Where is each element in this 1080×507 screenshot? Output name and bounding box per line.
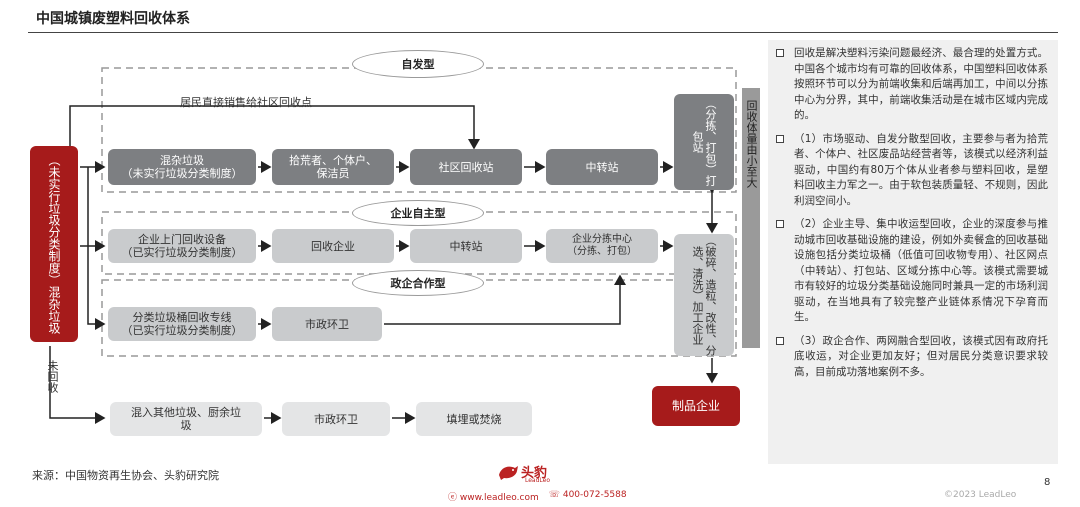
oval-self-initiated: 自发型: [352, 50, 484, 78]
row2-door-collection: 企业上门回收设备 （已实行垃圾分类制度）: [108, 229, 256, 263]
website-link[interactable]: ⓔ www.leadleo.com: [448, 493, 539, 503]
not-recycled-text: 未回收: [46, 360, 59, 393]
row2-sorting-center: 企业分拣中心 （分拣、打包）: [546, 229, 658, 263]
note-item: （3）政企合作、两网融合型回收，该模式因有政府托底收运，对企业更加友好；但对居民…: [776, 334, 1048, 381]
volume-label: 回收体量由小至大: [742, 100, 760, 340]
oval-gov-enterprise: 政企合作型: [352, 270, 484, 296]
row4-mixed-other: 混入其他垃圾、厨余垃 圾: [110, 402, 262, 436]
square-bullet-icon: [776, 220, 784, 228]
row1-collectors: 拾荒者、个体户、 保洁员: [272, 149, 394, 185]
row3-municipal-sanitation: 市政环卫: [272, 307, 382, 341]
source-mixed-waste-text: （未实行垃圾分类制度）混杂垃圾: [47, 154, 61, 334]
page-title: 中国城镇废塑料回收体系: [36, 11, 190, 27]
web-icon: ⓔ: [448, 493, 460, 503]
processing-company: （破碎、造粒、改性、分选、清洗）加工企业: [674, 234, 734, 356]
not-recycled-label: 未回收: [44, 360, 60, 397]
title-divider: [28, 32, 1058, 33]
recycling-diagram: 自发型 企业自主型 政企合作型 （未实行垃圾分类制度）混杂垃圾 居民直接销售给社…: [0, 36, 760, 446]
processing-company-text: （破碎、造粒、改性、分选、清洗）加工企业: [691, 234, 717, 356]
volume-band: [742, 88, 760, 348]
row2-transfer-station: 中转站: [410, 229, 522, 263]
square-bullet-icon: [776, 336, 784, 345]
note-item: （1）市场驱动、自发分散型回收，主要参与者为拾荒者、个体户、社区废品站经营者等，…: [776, 132, 1048, 210]
row1-community-station: 社区回收站: [410, 149, 522, 185]
row1-pack-station-text: （分拣、打包）打包站: [691, 98, 717, 186]
leopard-icon: [499, 465, 518, 480]
row2-recycling-company: 回收企业: [272, 229, 394, 263]
copyright: ©2023 LeadLeo: [944, 490, 1017, 500]
oval-enterprise-led: 企业自主型: [352, 200, 484, 226]
source-citation: 来源：中国物资再生协会、头豹研究院: [32, 469, 219, 482]
notes-panel: 回收是解决塑料污染问题最经济、最合理的处置方式。中国各个城市均有可靠的回收体系，…: [768, 40, 1058, 464]
phone-icon: ☏: [548, 490, 563, 500]
row4-municipal-sanitation: 市政环卫: [282, 402, 390, 436]
row1-transfer-station: 中转站: [546, 149, 658, 185]
note-item: （2）企业主导、集中收运型回收，企业的深度参与推动城市回收基础设施的建设，例如外…: [776, 217, 1048, 326]
product-company: 制品企业: [652, 386, 740, 426]
page-number: 8: [1044, 477, 1051, 488]
contact-info: ⓔ www.leadleo.com ☏ 400-072-5588: [448, 490, 627, 503]
phone-number: ☏ 400-072-5588: [548, 490, 627, 500]
row1-mixed-waste: 混杂垃圾 （未实行垃圾分类制度）: [108, 149, 256, 185]
logo-subtext: LeadLeo: [525, 477, 551, 484]
source-mixed-waste: （未实行垃圾分类制度）混杂垃圾: [30, 146, 78, 342]
square-bullet-icon: [776, 134, 784, 143]
row1-pack-station: （分拣、打包）打包站: [674, 94, 734, 190]
row3-sorted-bins: 分类垃圾桶回收专线 （已实行垃圾分类制度）: [108, 307, 256, 341]
logo-text: 头豹: [521, 466, 548, 481]
row4-landfill: 填埋或焚烧: [416, 402, 532, 436]
volume-label-text: 回收体量由小至大: [745, 100, 758, 188]
note-item: 回收是解决塑料污染问题最经济、最合理的处置方式。中国各个城市均有可靠的回收体系，…: [776, 46, 1048, 124]
resident-direct-label: 居民直接销售给社区回收点: [180, 96, 312, 109]
leadleo-logo: 头豹 LeadLeo: [497, 462, 551, 484]
square-bullet-icon: [776, 49, 784, 57]
